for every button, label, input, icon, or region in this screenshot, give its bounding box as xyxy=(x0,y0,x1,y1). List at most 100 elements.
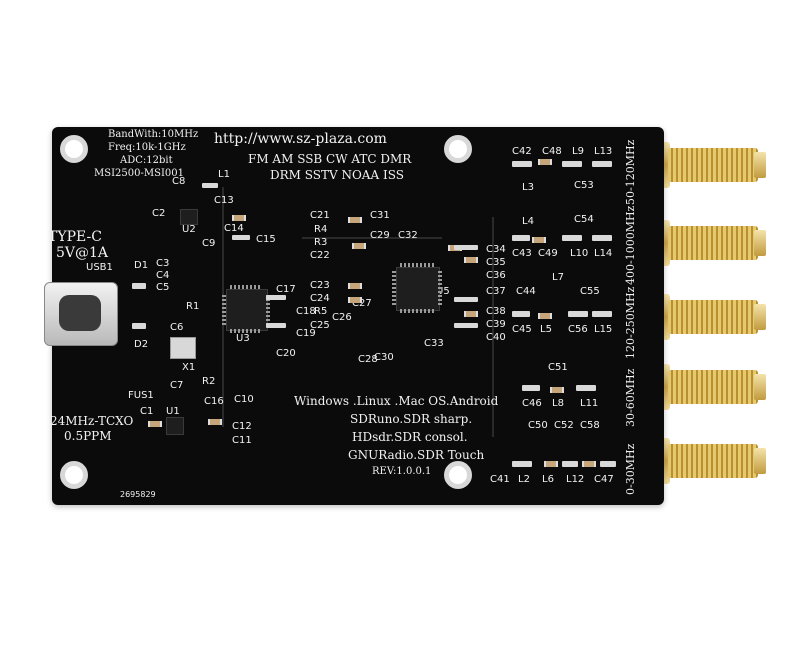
mounting-hole xyxy=(444,461,472,489)
ref-c54: C54 xyxy=(574,214,594,225)
ref-l6: L6 xyxy=(542,474,554,485)
ref-x1: X1 xyxy=(182,362,196,373)
ref-u2: U2 xyxy=(182,224,196,235)
ref-c25: C25 xyxy=(310,320,330,331)
ref-l15: L15 xyxy=(594,324,613,335)
ref-c28: C28 xyxy=(358,354,378,365)
ref-c35: C35 xyxy=(486,257,506,268)
ref-c6: C6 xyxy=(170,322,184,333)
ref-c23: C23 xyxy=(310,280,330,291)
ref-c46: C46 xyxy=(522,398,542,409)
ref-c37: C37 xyxy=(486,286,506,297)
ref-c43: C43 xyxy=(512,248,532,259)
ref-l7: L7 xyxy=(552,272,564,283)
ref-r3: R3 xyxy=(314,237,328,248)
ref-l1: L1 xyxy=(218,169,230,180)
ref-u5: U5 xyxy=(436,286,450,297)
ref-l3: L3 xyxy=(522,182,534,193)
mounting-hole xyxy=(60,461,88,489)
sma-connector-400-1000mhz xyxy=(640,214,768,272)
ref-c38: C38 xyxy=(486,306,506,317)
ref-c30: C30 xyxy=(374,352,394,363)
ref-c56: C56 xyxy=(568,324,588,335)
ref-c52: C52 xyxy=(554,420,574,431)
ref-l14: L14 xyxy=(594,248,613,259)
ref-d2: D2 xyxy=(134,339,149,350)
ref-c33: C33 xyxy=(424,338,444,349)
ref-c39: C39 xyxy=(486,319,506,330)
ref-l10: L10 xyxy=(570,248,589,259)
tcxo-label: 24MHz-TCXO xyxy=(50,414,134,428)
ref-l2: L2 xyxy=(518,474,530,485)
ref-c24: C24 xyxy=(310,293,330,304)
band-label-30-60mhz: 30-60MHz xyxy=(624,368,637,427)
usb-c-connector xyxy=(44,282,118,346)
ref-c36: C36 xyxy=(486,270,506,281)
ref-c15: C15 xyxy=(256,234,276,245)
ref-c48: C48 xyxy=(542,146,562,157)
revision-label: REV:1.0.0.1 xyxy=(372,466,432,477)
ref-l4: L4 xyxy=(522,216,534,227)
ref-c50: C50 xyxy=(528,420,548,431)
ref-c41: C41 xyxy=(490,474,510,485)
ref-l9: L9 xyxy=(572,146,584,157)
ref-c40: C40 xyxy=(486,332,506,343)
ref-c10: C10 xyxy=(234,394,254,405)
ref-c31: C31 xyxy=(370,210,390,221)
software-line-3: HDsdr.SDR consol. xyxy=(352,430,468,444)
msi001-tuner-chip xyxy=(396,267,440,311)
spec-bandwidth: BandWith:10MHz xyxy=(108,129,199,140)
ref-c14: C14 xyxy=(224,223,244,234)
tcxo-ppm-label: 0.5PPM xyxy=(64,429,112,443)
ref-c26: C26 xyxy=(332,312,352,323)
ref-r1: R1 xyxy=(186,301,200,312)
ref-c5: C5 xyxy=(156,282,170,293)
ref-c51: C51 xyxy=(548,362,568,373)
software-os-list: Windows .Linux .Mac OS.Android xyxy=(294,394,499,408)
ref-c27: C27 xyxy=(352,298,372,309)
ref-c16: C16 xyxy=(204,396,224,407)
ref-c49: C49 xyxy=(538,248,558,259)
ref-c21: C21 xyxy=(310,210,330,221)
ref-c44: C44 xyxy=(516,286,536,297)
modes-line-2: DRM SSTV NOAA ISS xyxy=(270,168,404,182)
ref-l11: L11 xyxy=(580,398,599,409)
ref-u1: U1 xyxy=(166,406,180,417)
ref-c45: C45 xyxy=(512,324,532,335)
spec-chipset: MSI2500-MSI001 xyxy=(94,168,184,179)
band-label-0-30mhz: 0-30MHz xyxy=(624,443,637,495)
ref-c4: C4 xyxy=(156,270,170,281)
power-rating-label: 5V@1A xyxy=(56,245,109,261)
regulator-u1 xyxy=(166,417,184,435)
ref-c2: C2 xyxy=(152,208,166,219)
ref-c17: C17 xyxy=(276,284,296,295)
ref-fuse: FUS1 xyxy=(128,390,154,401)
msi2500-chip xyxy=(226,289,268,331)
ref-c47: C47 xyxy=(594,474,614,485)
modes-line-1: FM AM SSB CW ATC DMR xyxy=(248,152,412,166)
ref-c11: C11 xyxy=(232,435,252,446)
serial-number: 2695829 xyxy=(120,490,156,499)
sma-connector-0-30mhz xyxy=(640,432,768,490)
ref-c53: C53 xyxy=(574,180,594,191)
band-label-120-250mhz: 120-250MHz xyxy=(624,286,637,359)
ref-r5: R5 xyxy=(314,306,328,317)
ref-l8: L8 xyxy=(552,398,564,409)
ref-c3: C3 xyxy=(156,258,170,269)
vendor-url: http://www.sz-plaza.com xyxy=(214,131,387,147)
power-connector-label: TYPE-C xyxy=(48,229,102,245)
ref-c42: C42 xyxy=(512,146,532,157)
ref-d1: D1 xyxy=(134,260,149,271)
ref-c19: C19 xyxy=(296,328,316,339)
ref-c34: C34 xyxy=(486,244,506,255)
ref-c13: C13 xyxy=(214,195,234,206)
ref-c22: C22 xyxy=(310,250,330,261)
mounting-hole xyxy=(444,135,472,163)
ref-c8: C8 xyxy=(172,176,186,187)
ref-l13: L13 xyxy=(594,146,613,157)
band-label-50-120mhz: 50-120MHz xyxy=(624,139,637,205)
ref-c29: C29 xyxy=(370,230,390,241)
sdr-pcb-board: BandWith:10MHz Freq:10k-1GHz ADC:12bit M… xyxy=(48,127,664,505)
software-line-2: SDRuno.SDR sharp. xyxy=(350,412,473,426)
